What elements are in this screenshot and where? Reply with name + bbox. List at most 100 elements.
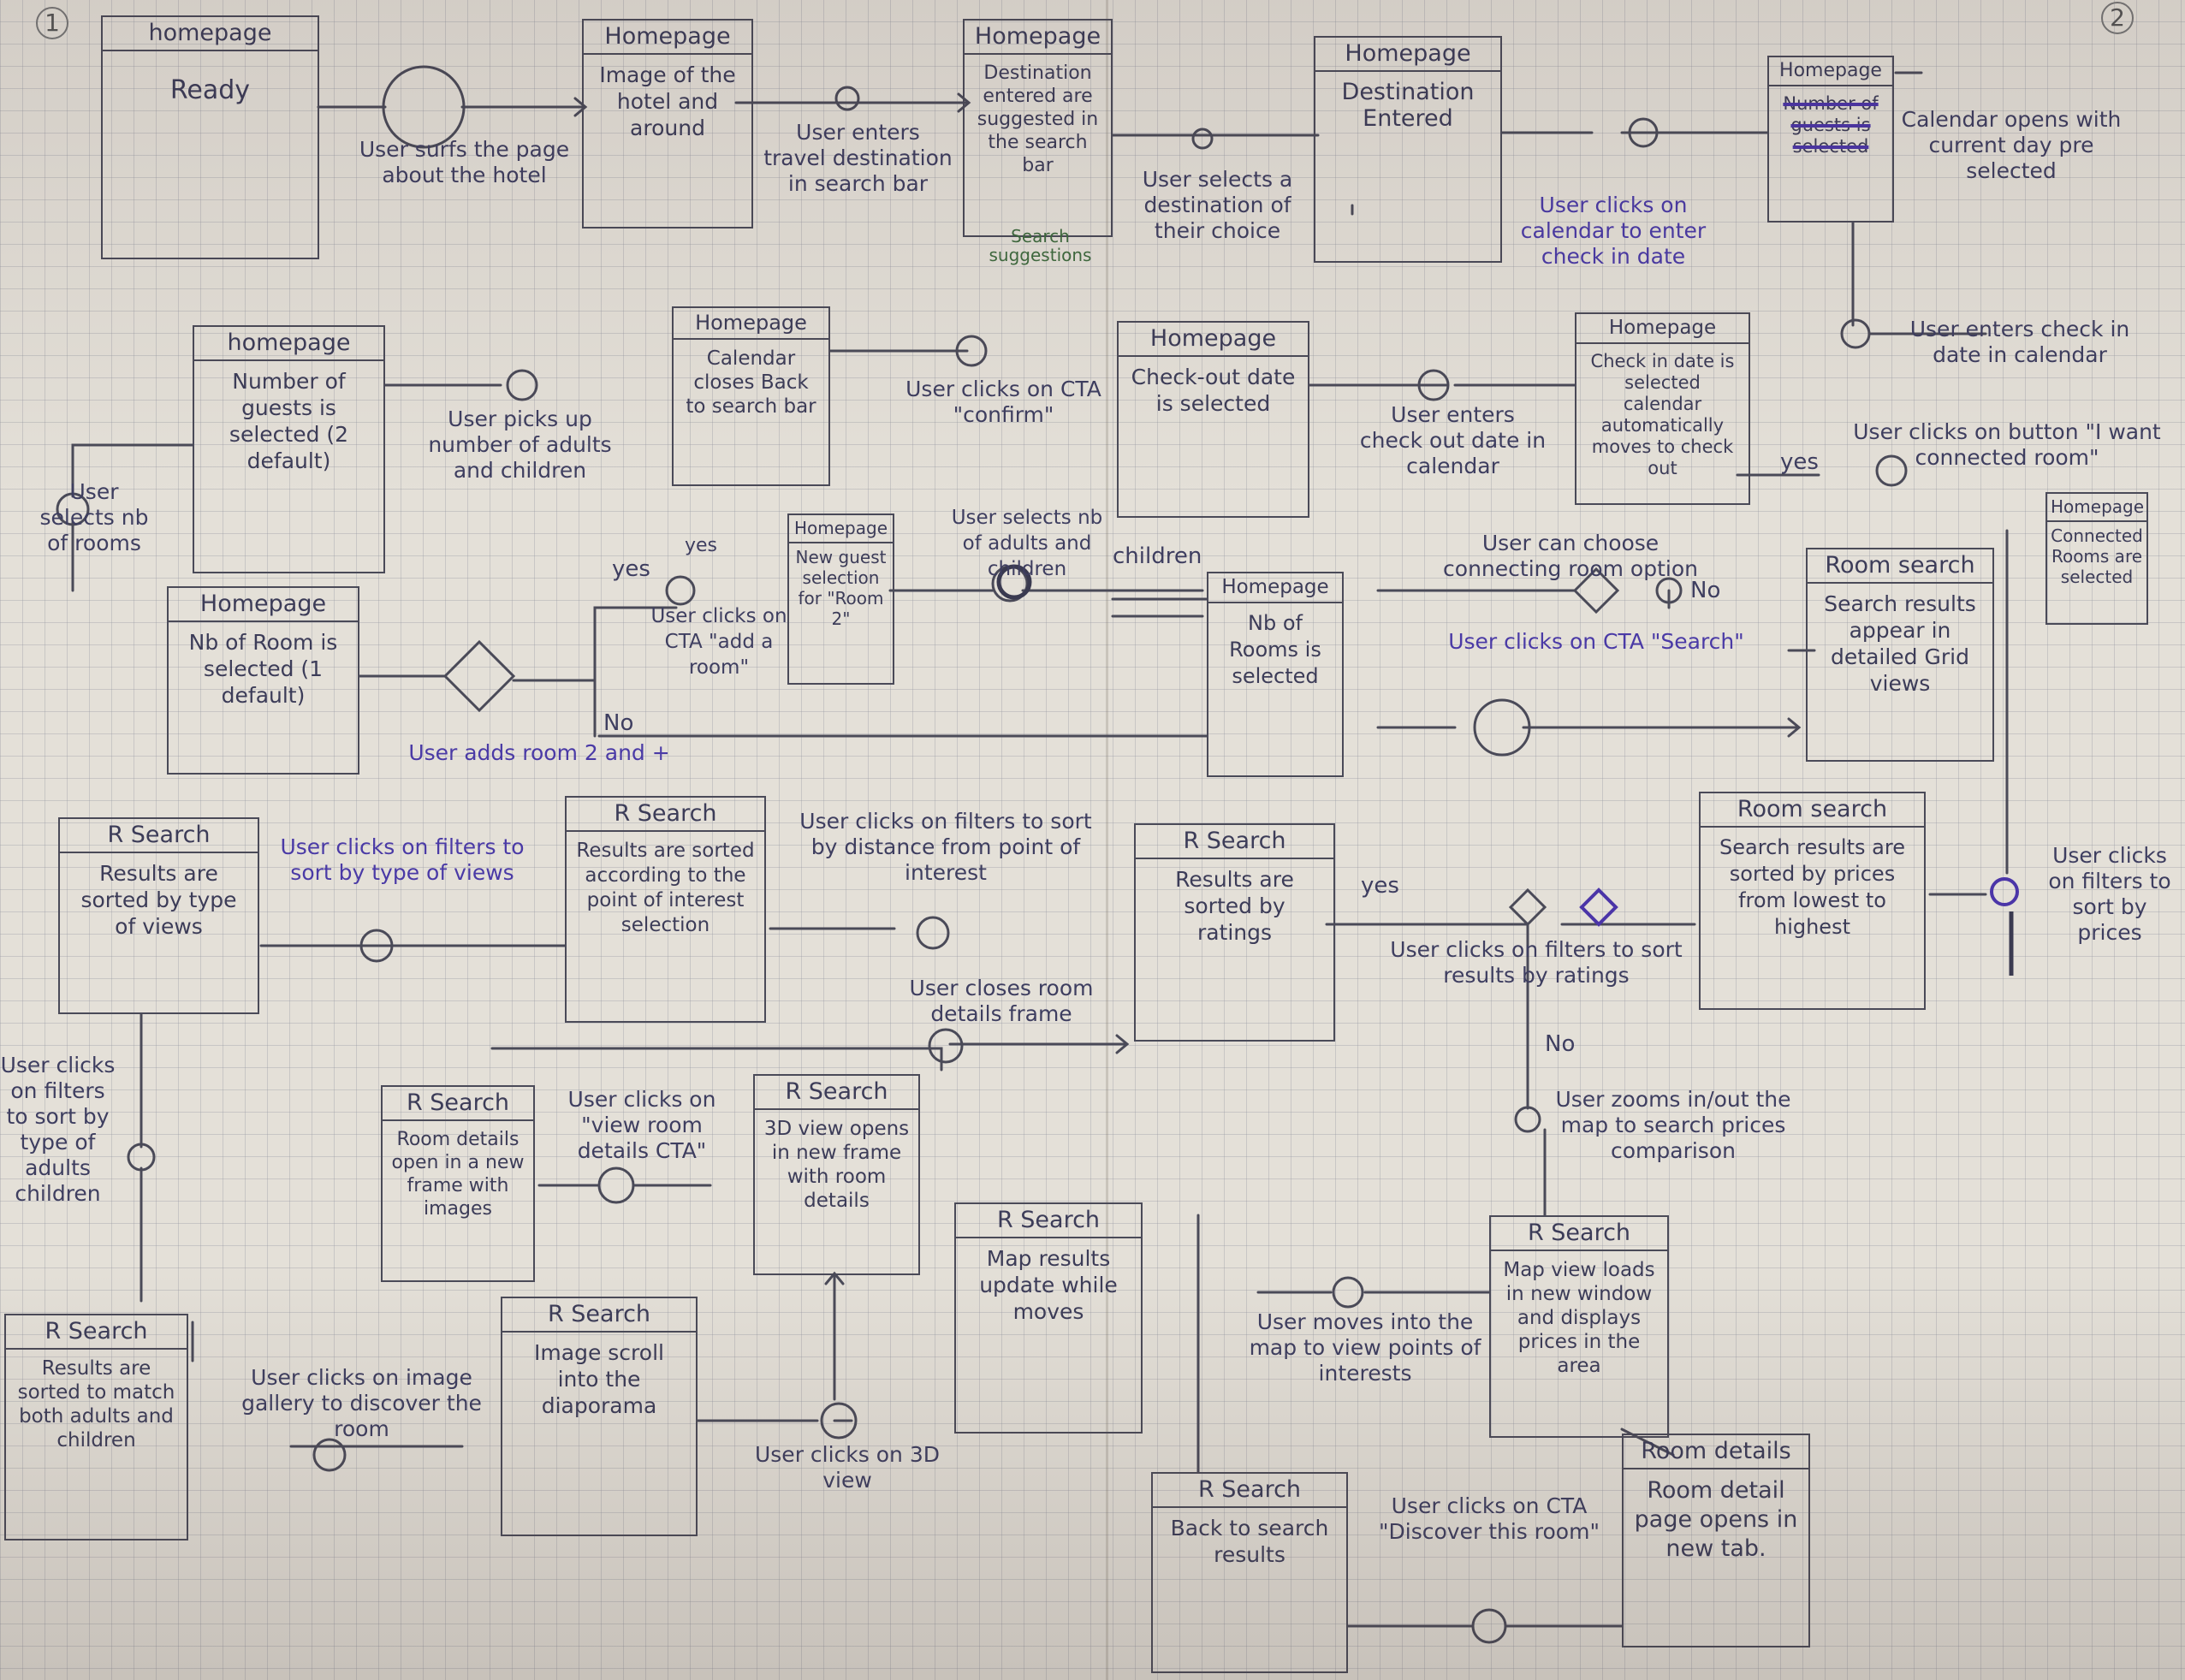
screen-title: R Search [567,798,764,832]
screen-title: Homepage [2047,494,2146,522]
arrow-head [1787,717,1802,738]
transition-circle [127,1143,156,1172]
screen-body: 3D view opens in new frame with room det… [763,1118,910,1212]
action-note: User clicks on button "I want connected … [1853,419,2161,470]
screen-title: Homepage [1208,573,1342,603]
screen-title: R Search [755,1076,918,1110]
transition-circle [506,369,538,401]
screen-body: Number of guests is selected (2 default) [229,369,349,473]
transition-circle [1417,369,1450,401]
screen-body: Map view loads in new window and display… [1503,1259,1655,1377]
action-note: User clicks on CTA "Search" [1448,629,1744,654]
action-note: User moves into the map to view points o… [1249,1309,1481,1386]
transition-circle [955,335,988,367]
screen-body: Check in date is selected calendar autom… [1590,351,1735,478]
transition-circle [1473,698,1531,757]
screen-node: Homepage Destination entered are suggest… [963,19,1113,237]
screen-body: Results are sorted to match both adults … [17,1357,175,1451]
paper-fold [1106,0,1108,1680]
screen-body: Destination entered are suggested in the… [977,62,1099,176]
search-suggestions-note: Search suggestions [989,226,1092,265]
screen-body: Connected Rooms are selected [2051,525,2143,587]
transition-circle [916,916,950,950]
action-note: User clicks on filters to sort by prices [2048,843,2171,945]
screen-body: Nb of Room is selected (1 default) [188,630,338,708]
transition-circle [820,1402,858,1440]
screen-title: R Search [1136,825,1333,859]
action-note: User closes room details frame [909,976,1094,1026]
screen-title: R Search [60,819,258,853]
screen-title: R Search [1153,1474,1346,1508]
decision-no-label: No [1690,578,1721,603]
transition-circle [1655,577,1683,604]
decision-yes-label: yes [1780,449,1819,475]
screen-title: Homepage [965,21,1111,55]
action-note: User picks up number of adults and child… [428,407,612,483]
decision-diamond [1572,567,1620,614]
action-note: User clicks on image gallery to discover… [241,1365,482,1441]
screen-body: Image of the hotel and around [599,62,736,140]
action-note: User enters travel destination in search… [763,120,953,196]
screen-body: Calendar closes Back to search bar [686,347,816,418]
transition-circle [597,1167,635,1204]
action-note: User selects nb of adults and children [951,507,1103,580]
screen-body: Check-out date is selected [1131,365,1296,416]
screen-title: Homepage [1315,38,1500,72]
screen-body: Results are sorted by ratings [1175,867,1294,945]
screen-node: Room search Search results appear in det… [1806,548,1994,762]
screen-node: Homepage New guest selection for "Room 2… [787,513,894,685]
screen-title: R Search [502,1298,696,1333]
screen-title: Homepage [1576,314,1749,344]
action-note: User clicks on CTA "Discover this room" [1379,1493,1600,1544]
screen-title: R Search [6,1315,187,1350]
arrow-head [573,97,588,117]
action-note: User clicks on "view room details CTA" [567,1087,716,1163]
screen-node: Homepage Calendar closes Back to search … [672,306,830,486]
action-note: User clicks on 3D view [754,1442,940,1493]
connector-line [71,443,194,498]
action-note: User clicks on filters to sort by type o… [0,1053,116,1206]
screen-node: Homepage Destination Entered [1314,36,1502,263]
screen-body: Results are sorted according to the poin… [576,840,755,936]
children-label: children [1113,543,1202,569]
transition-circle [382,65,466,149]
action-note: User clicks on CTA "add a room" [650,605,787,679]
action-note: User selects a destination of their choi… [1142,167,1293,243]
screen-node: Homepage Image of the hotel and around [582,19,753,229]
screen-title: Homepage [584,21,751,55]
screen-title: Room search [1701,793,1924,828]
action-note: User clicks on CTA "confirm" [905,377,1101,427]
screen-title: R Search [956,1204,1141,1238]
screen-body: Ready [169,75,251,105]
action-note: User selects nb of rooms [39,479,149,555]
action-note: User surfs the page about the hotel [359,137,570,187]
screen-body: Search results appear in detailed Grid v… [1824,591,1976,696]
action-note: User adds room 2 and + [408,740,670,765]
screen-node: homepage Ready [101,15,319,259]
screen-body: Destination Entered [1341,79,1475,132]
screen-title: Homepage [789,515,893,543]
transition-circle [312,1438,347,1472]
action-note: User clicks on filters to sort by type o… [280,834,525,885]
screen-title: homepage [194,327,383,361]
screen-node: Homepage Number of guests is selected [1767,56,1894,223]
transition-circle [1332,1276,1364,1309]
arrow-head [1115,1034,1130,1054]
screen-node: R Search Map view loads in new window an… [1489,1215,1669,1438]
ink-decision-diamond [1579,887,1618,927]
action-note: User clicks on filters to sort results b… [1390,937,1683,988]
screen-node: R Search Map results update while moves [954,1202,1143,1434]
decision-yes-label: yes [685,535,718,556]
screen-title: Room details [1624,1435,1808,1469]
screen-body: New guest selection for "Room 2" [795,547,887,629]
transition-circle [665,575,696,606]
action-note: Calendar opens with current day pre sele… [1901,107,2122,183]
screen-title: R Search [1491,1217,1667,1251]
transition-circle [928,1028,964,1064]
screen-body: Back to search results [1170,1516,1329,1567]
screen-node: R Search Results are sorted according to… [565,796,766,1023]
connector-line [512,606,678,682]
action-note: User enters check out date in calendar [1359,402,1547,478]
